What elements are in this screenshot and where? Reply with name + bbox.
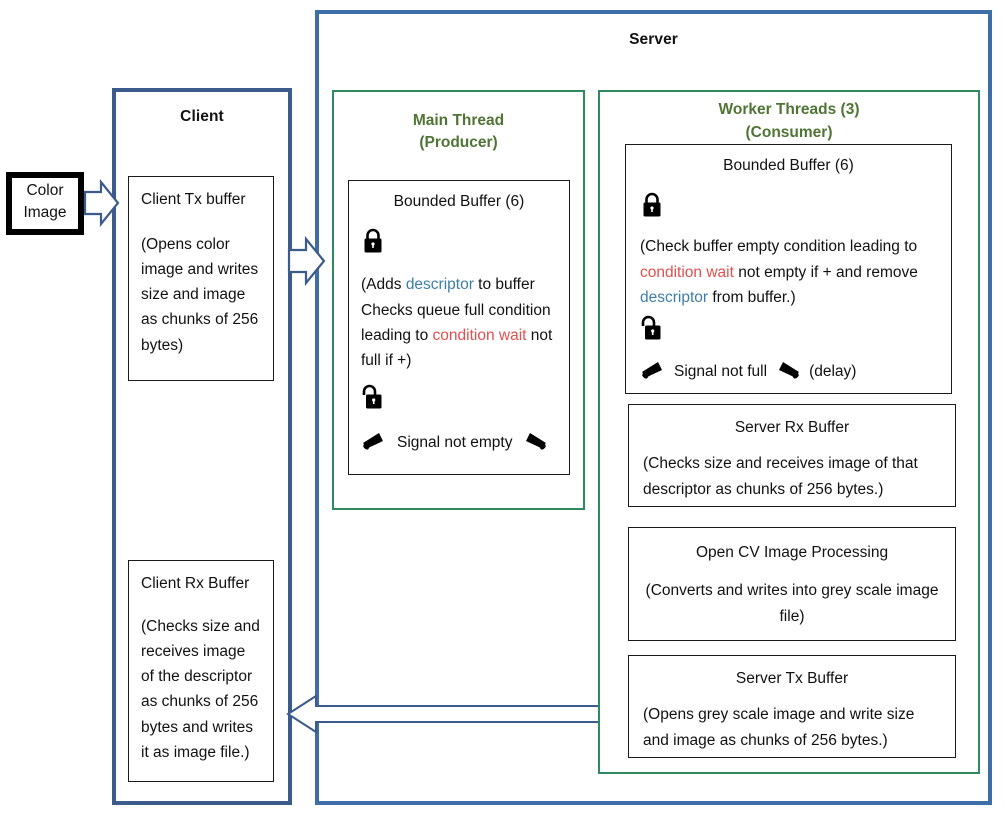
client-title: Client [180,108,224,125]
lock-open-icon [640,314,937,347]
main-bb-condition-wait: condition wait [432,326,527,344]
worker-signal-label: Signal not full [674,363,768,381]
megaphone-icon [775,359,801,386]
worker-bb-text-mid: not empty if + and remove [733,263,918,281]
server-tx-buffer: Server Tx Buffer (Opens grey scale image… [628,655,956,758]
color-image-line1: Color [26,182,64,199]
client-rx-buffer: Client Rx Buffer (Checks size and receiv… [128,560,274,782]
color-image-box: Color Image [6,172,84,235]
client-tx-buffer-title: Client Tx buffer [141,191,246,208]
color-image-line2: Image [23,204,67,222]
opencv-body: (Converts and writes into grey scale ima… [645,582,939,625]
main-bb-descriptor: descriptor [405,276,474,294]
opencv-processing-box: Open CV Image Processing (Converts and w… [628,527,956,641]
client-rx-buffer-body: (Checks size and receives image of the d… [141,618,260,761]
worker-bb-condition-wait: condition wait [640,263,734,281]
megaphone-icon [640,359,666,386]
main-thread-heading-line2: (Producer) [419,134,498,151]
opencv-title: Open CV Image Processing [695,544,889,561]
arrow-image-to-client [83,178,120,228]
worker-bounded-buffer-title: Bounded Buffer (6) [723,157,854,174]
lock-open-icon [361,383,557,416]
main-bb-text-post: not full if +) [361,326,553,369]
server-rx-buffer-title: Server Rx Buffer [734,419,850,436]
client-rx-buffer-title: Client Rx Buffer [141,575,250,592]
lock-closed-icon [640,191,937,224]
worker-delay-label: (delay) [809,363,857,381]
worker-threads-heading-line1: Worker Threads (3) [718,101,860,118]
server-rx-buffer: Server Rx Buffer (Checks size and receiv… [628,404,956,507]
main-bounded-buffer-text: (Adds descriptor to buffer Checks queue … [361,272,557,372]
arrow-server-to-client [286,694,625,734]
arrow-client-to-server [287,235,326,287]
worker-bb-text-post: from buffer.) [708,288,796,306]
main-bb-text-pre: (Adds [361,276,406,294]
main-signal-row: Signal not empty [361,430,557,457]
lock-closed-icon [361,227,557,260]
main-signal-label: Signal not empty [397,434,513,452]
client-tx-buffer: Client Tx buffer (Opens color image and … [128,176,274,381]
megaphone-icon [522,430,548,457]
worker-bb-text-pre: (Check buffer empty condition leading to [640,238,918,256]
main-thread-bounded-buffer: Bounded Buffer (6) (Adds descriptor to b… [348,180,570,475]
server-rx-buffer-body: (Checks size and receives image of that … [643,455,918,498]
server-tx-buffer-title: Server Tx Buffer [735,670,849,687]
worker-bb-descriptor: descriptor [640,288,709,306]
worker-signal-row: Signal not full (delay) [640,359,937,386]
server-tx-buffer-body: (Opens grey scale image and write size a… [643,706,915,749]
main-bounded-buffer-title: Bounded Buffer (6) [393,193,525,210]
server-title: Server [629,31,678,48]
worker-bounded-buffer: Bounded Buffer (6) (Check buffer empty c… [625,144,952,394]
client-tx-buffer-body: (Opens color image and writes size and i… [141,236,259,354]
main-bb-text-mid: to buffer Checks queue full condition le… [361,276,551,344]
worker-threads-heading-line2: (Consumer) [745,124,833,141]
megaphone-icon [361,430,387,457]
main-thread-heading-line1: Main Thread [412,112,505,129]
worker-bounded-buffer-text: (Check buffer empty condition leading to… [640,234,937,309]
